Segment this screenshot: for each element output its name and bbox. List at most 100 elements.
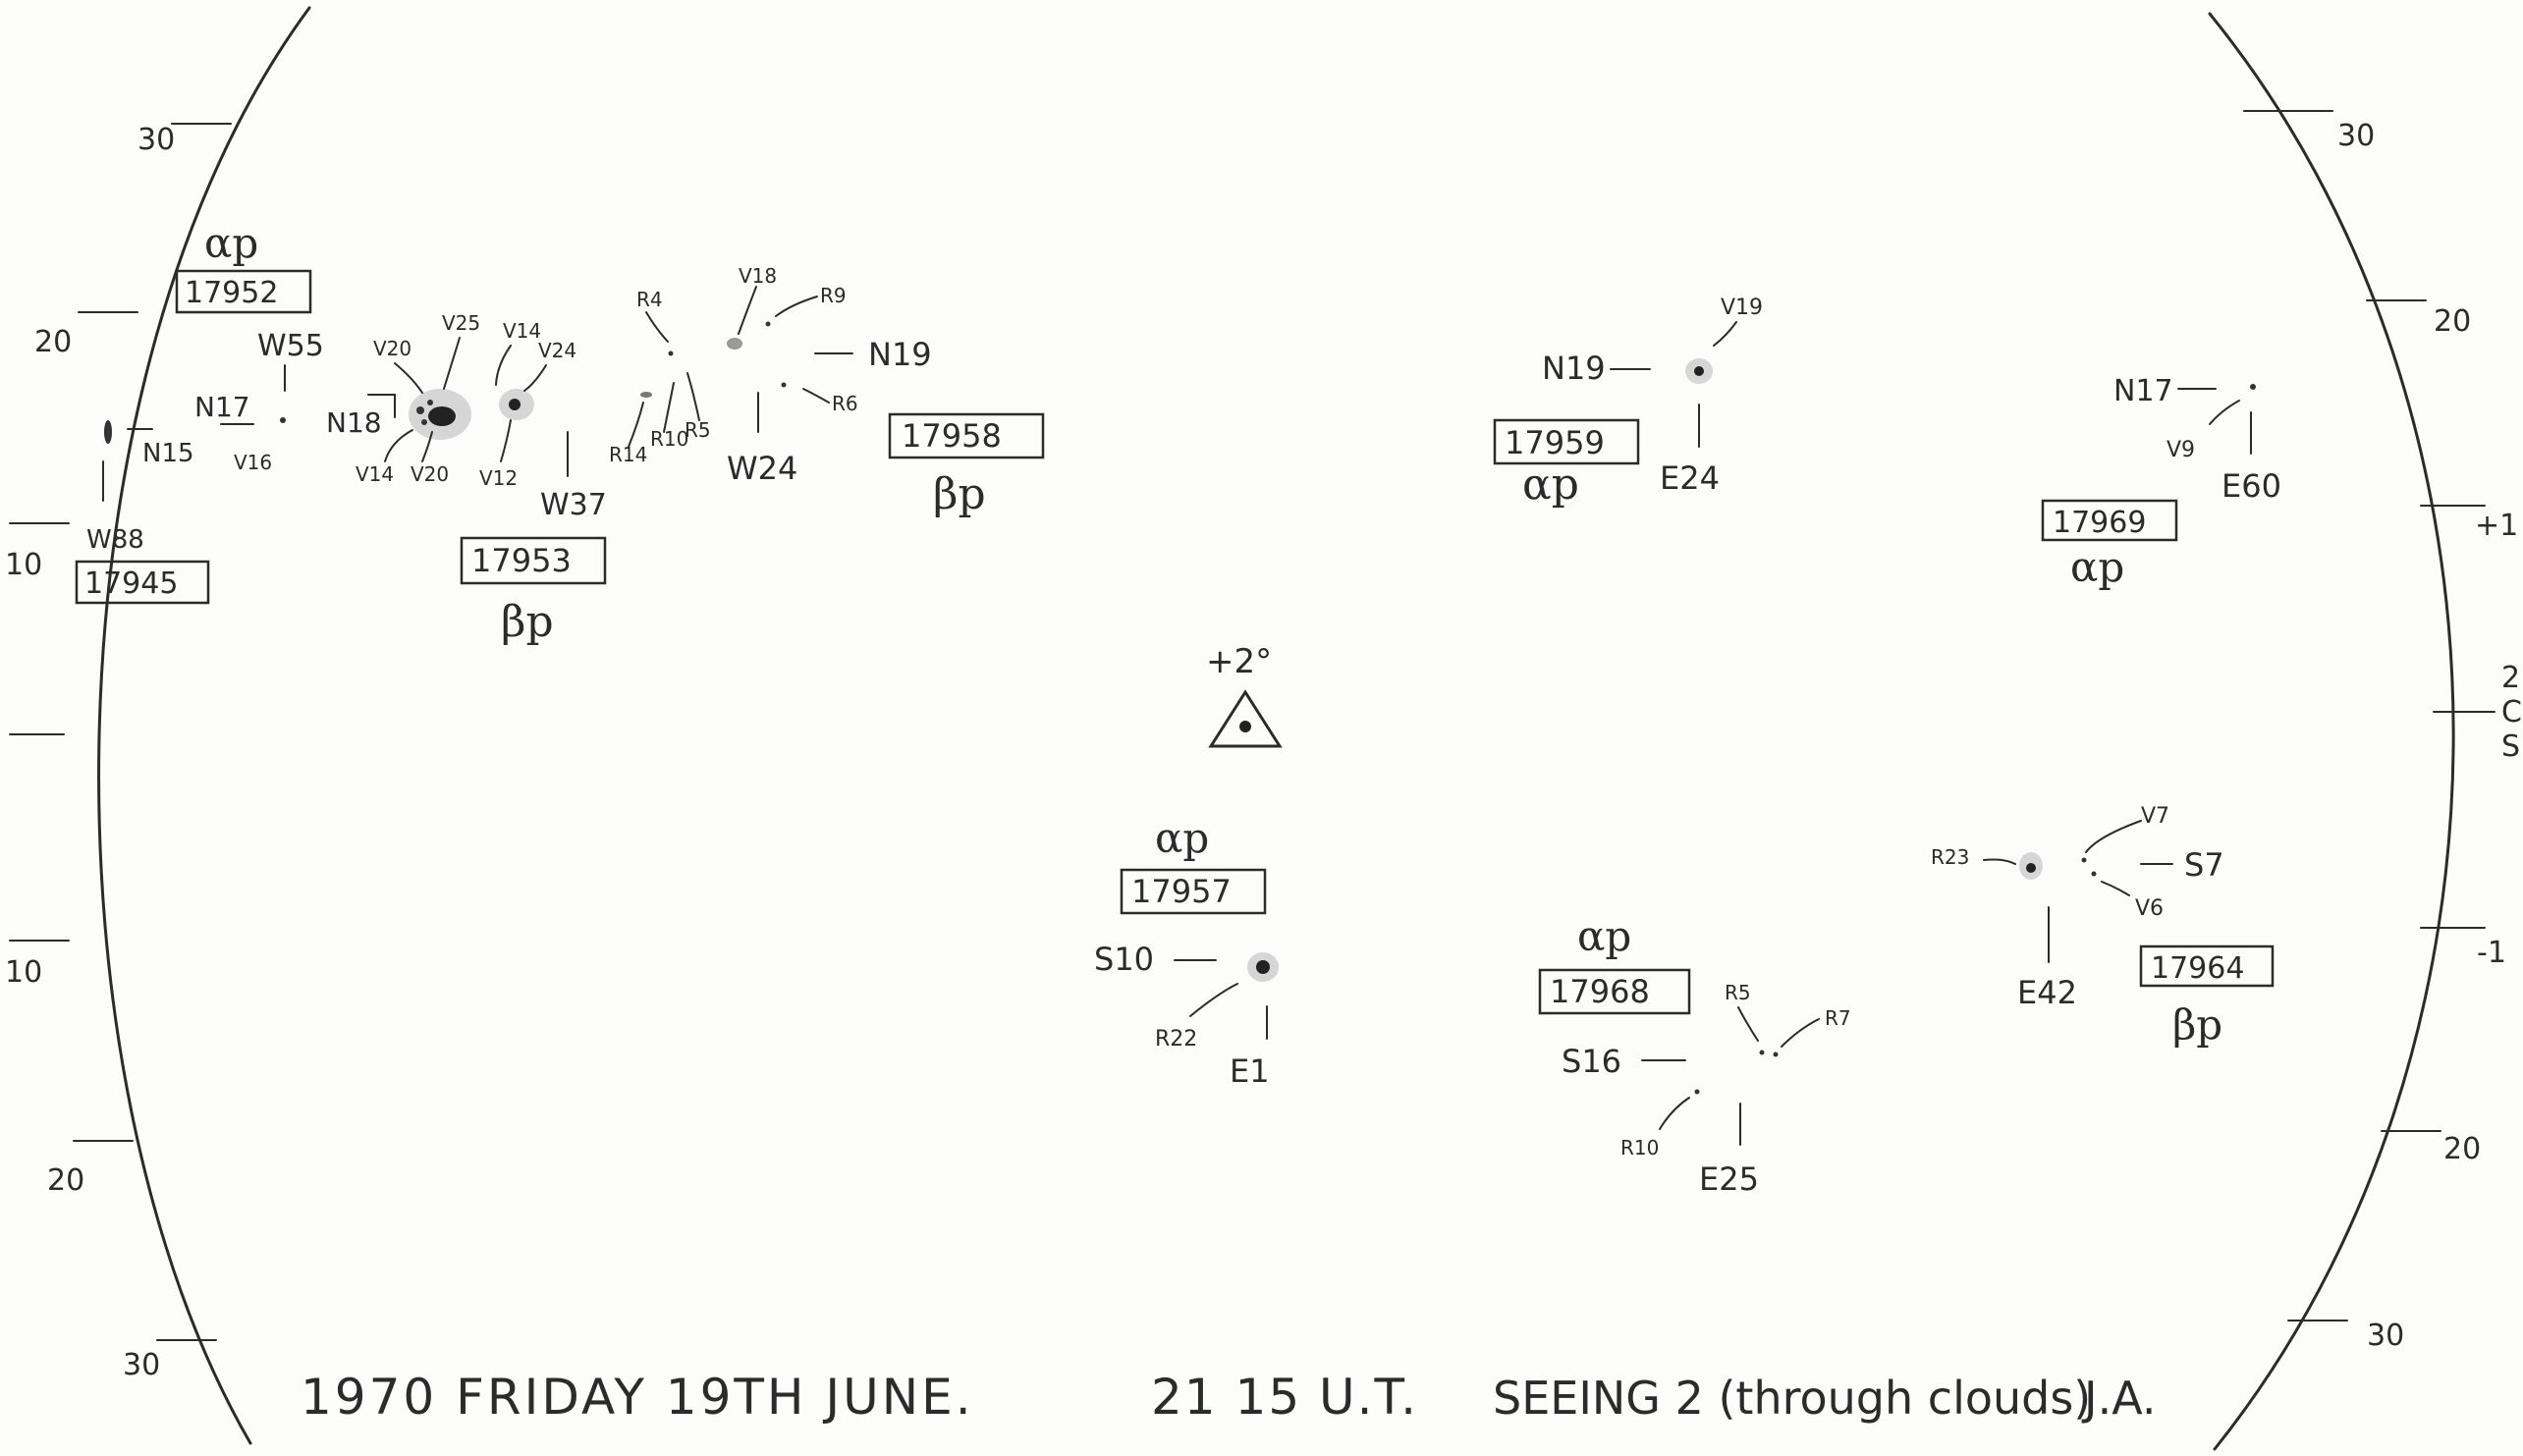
longitude-label: W37: [540, 488, 607, 522]
sunspot-group-17964: R23 V7 S7 V6 E42 17964 βp: [1931, 804, 2275, 1049]
group-class: βp: [933, 469, 986, 519]
spot-label: R6: [832, 392, 858, 415]
group-number-box: [460, 536, 607, 585]
spot-label: V20: [373, 337, 411, 360]
sunspot: [1694, 1089, 1700, 1095]
spot-label: V20: [411, 462, 449, 486]
sunspot-group-17953: N18 V20 V25 V14 V24 V14 V20 V12 W37 1795…: [326, 311, 607, 647]
sunspot: [781, 382, 787, 388]
group-number: 17968: [1550, 973, 1650, 1010]
umbra: [1256, 960, 1270, 974]
longitude-label: E25: [1699, 1160, 1759, 1198]
sunspot: [765, 321, 771, 327]
group-number: 17959: [1505, 424, 1605, 461]
center-marker: +2°: [1206, 642, 1283, 748]
latitude-label: S16: [1562, 1043, 1621, 1080]
group-class: βp: [2172, 1000, 2222, 1049]
left-scale-label: 30: [123, 1348, 160, 1382]
group-class: αp: [204, 219, 258, 267]
spot-label: V7: [2141, 804, 2169, 829]
sunspot: [2091, 871, 2097, 877]
observer-initials: J.A.: [2081, 1372, 2156, 1425]
latitude-label: N19: [868, 336, 932, 373]
sunspot: [2250, 384, 2256, 390]
right-scale-label: 20: [2443, 1132, 2481, 1166]
right-scale-label: S: [2501, 729, 2520, 764]
left-scale-label: 20: [47, 1163, 84, 1198]
sunspot-group-17968: αp 17968 S16 R5 R7 R10 E25: [1538, 912, 1851, 1198]
longitude-label: E1: [1230, 1052, 1270, 1090]
latitude-label: S7: [2184, 846, 2224, 884]
latitude-label: N18: [326, 406, 382, 439]
left-scale-label: 30: [137, 123, 175, 157]
spot-label: V12: [479, 466, 518, 490]
sunspot-group-17958: R4 V18 R9 R6 R14 R10 R5 N19 W24 17958 βp: [609, 264, 1045, 519]
observation-date: 1970 FRIDAY 19TH JUNE.: [301, 1369, 974, 1426]
longitude-label: E24: [1660, 459, 1720, 497]
longitude-label: W55: [257, 329, 324, 363]
group-number: 17964: [2151, 951, 2244, 986]
spot-label: R9: [820, 284, 847, 307]
spot-label: V14: [356, 462, 394, 486]
sunspot-group-17957: αp 17957 S10 R22 E1: [1094, 814, 1279, 1090]
sunspot: [1773, 1052, 1779, 1057]
group-number-box: [2139, 944, 2275, 988]
right-scale: 30 20 +1 2 C S -1 20 30: [2243, 110, 2522, 1353]
spot-label: R5: [1725, 981, 1751, 1004]
group-class: βp: [501, 597, 554, 647]
group-number-box: [1120, 868, 1267, 915]
group-number-box: [2041, 499, 2178, 542]
spot-label: R5: [685, 418, 711, 442]
umbra: [1694, 366, 1704, 376]
right-limb-arc: [2208, 12, 2455, 1451]
group-number: 17945: [84, 566, 178, 601]
left-scale-label: 10: [5, 955, 42, 990]
group-number-box: [75, 560, 210, 605]
spot-label: V14: [503, 319, 541, 343]
sunspot-group-17945: N15 W88 17945: [75, 420, 210, 605]
right-scale-label: 30: [2337, 119, 2375, 153]
longitude-label: E42: [2017, 974, 2077, 1011]
umbra: [509, 399, 521, 410]
umbra: [428, 406, 456, 426]
group-class: αp: [1577, 912, 1631, 960]
spot-label: R7: [1825, 1006, 1851, 1030]
group-number: 17957: [1131, 873, 1232, 910]
spot-label: R10: [650, 427, 688, 451]
sunspot-group-17969: N17 V9 E60 17969 αp: [2041, 374, 2281, 591]
umbra: [2026, 863, 2036, 873]
group-number: 17952: [185, 276, 278, 310]
center-marker-label: +2°: [1206, 642, 1272, 681]
group-number-box: [1538, 968, 1691, 1015]
right-scale-label: -1: [2477, 936, 2506, 970]
spot-label: V24: [538, 339, 576, 362]
seeing-note: SEEING 2 (through clouds): [1493, 1372, 2091, 1425]
sunspot: [668, 351, 674, 356]
spot-label: V9: [2166, 438, 2195, 462]
spot-label: R10: [1620, 1136, 1659, 1159]
spot-label: R23: [1931, 845, 1969, 869]
longitude-label: W88: [86, 525, 144, 555]
spot-label: R22: [1155, 1027, 1197, 1052]
latitude-label: N17: [194, 391, 250, 423]
right-scale-label: 30: [2367, 1319, 2404, 1353]
group-number-box: [888, 412, 1045, 459]
sunspot: [727, 338, 742, 350]
left-scale-label: 10: [5, 548, 42, 582]
group-class: αp: [2070, 543, 2124, 591]
sunspot-group-17959: V19 N19 E24 17959 αp: [1493, 296, 1763, 510]
right-scale-label: C: [2501, 695, 2522, 729]
latitude-label: N17: [2113, 374, 2173, 408]
group-class: αp: [1155, 814, 1209, 862]
longitude-label: E60: [2221, 467, 2281, 505]
observation-footer: 1970 FRIDAY 19TH JUNE. 21 15 U.T. SEEING…: [301, 1369, 2156, 1426]
sunspot: [640, 392, 652, 398]
observation-time: 21 15 U.T.: [1151, 1369, 1418, 1426]
spot-label: V6: [2135, 896, 2164, 921]
group-number: 17953: [471, 542, 572, 579]
group-number: 17969: [2053, 506, 2146, 540]
right-scale-label: 2: [2501, 661, 2520, 695]
longitude-label: W24: [727, 450, 797, 487]
